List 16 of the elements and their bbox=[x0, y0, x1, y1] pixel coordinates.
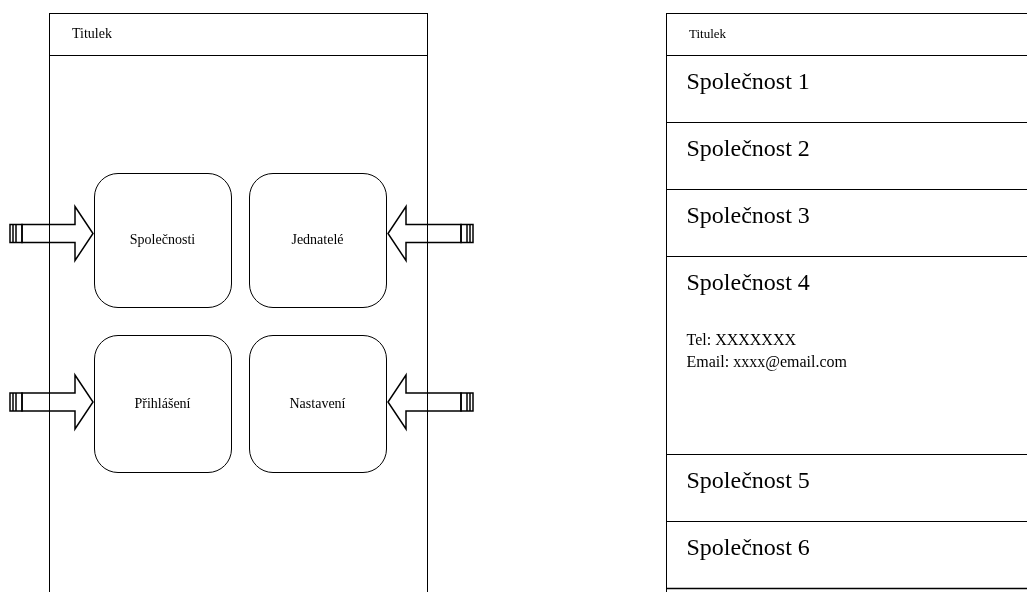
company-name: Společnost 2 bbox=[686, 134, 810, 162]
screen-title: Titulek bbox=[72, 26, 112, 42]
menu-tile: Společnosti bbox=[93, 172, 232, 308]
phone-screen bbox=[49, 13, 428, 592]
company-name: Společnost 1 bbox=[686, 67, 810, 95]
company-name: Společnost 3 bbox=[686, 201, 810, 229]
menu-tile: Jednatelé bbox=[248, 172, 387, 308]
company-name: Společnost 6 bbox=[686, 533, 810, 561]
menu-tile: Přihlášení bbox=[93, 334, 232, 473]
company-name: Společnost 5 bbox=[686, 466, 810, 494]
company-name: Společnost 4 bbox=[686, 268, 810, 296]
contact-info: Email: xxxx@email.com bbox=[686, 352, 847, 371]
screen-title: Titulek bbox=[689, 26, 727, 42]
phone-screen bbox=[666, 13, 1027, 592]
contact-info: Tel: XXXXXXX bbox=[686, 330, 797, 349]
menu-tile: Nastavení bbox=[248, 334, 387, 473]
